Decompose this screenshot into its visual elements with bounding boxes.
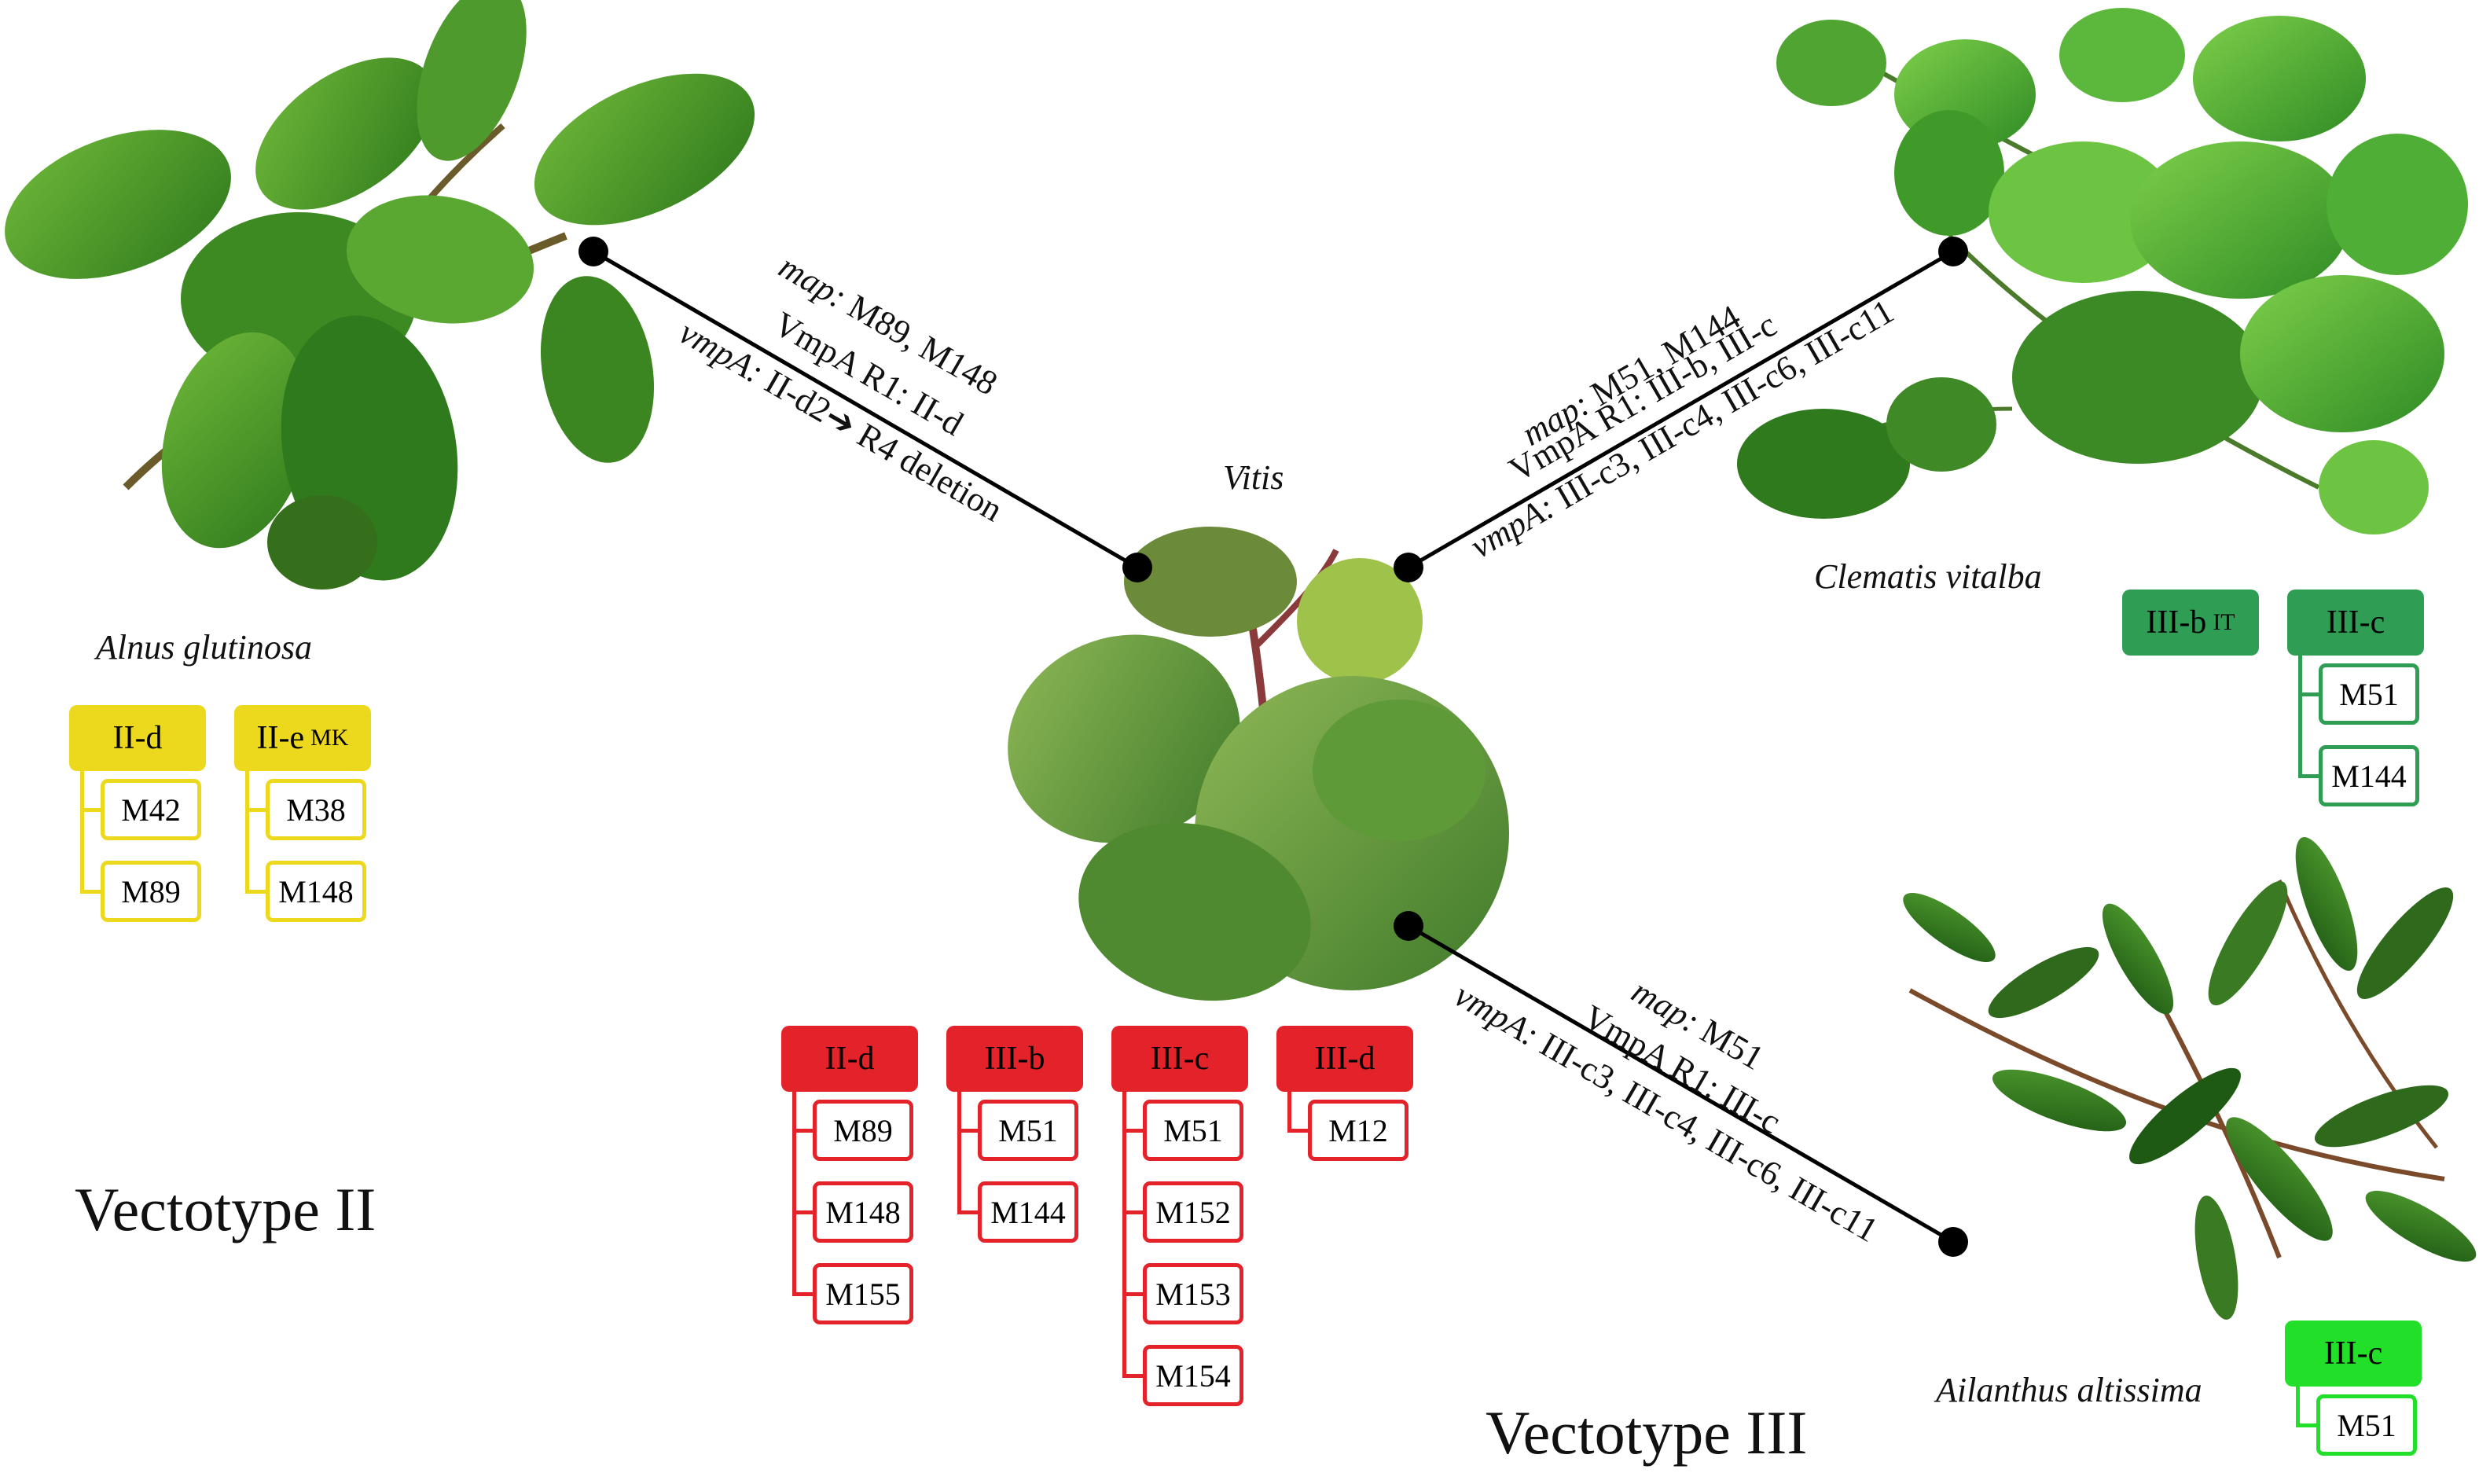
strain-box: M155 xyxy=(813,1263,913,1324)
vitis-0-header: II-d xyxy=(781,1026,918,1092)
strain-box: M89 xyxy=(813,1100,913,1161)
strain-box: M148 xyxy=(813,1181,913,1243)
alnus-vitis-line xyxy=(592,249,1139,570)
vitis-1-header: III-b xyxy=(946,1026,1083,1092)
tree-connector xyxy=(1122,1210,1143,1214)
vitis-1-tree-stem xyxy=(957,1092,961,1214)
tree-connector xyxy=(80,890,101,894)
alnus-label: Alnus glutinosa xyxy=(96,628,313,667)
tree-connector xyxy=(792,1210,813,1214)
alnus-1-tree-stem xyxy=(245,771,249,893)
vitis-endpoint-dot-right xyxy=(1394,553,1423,582)
strain-box: M152 xyxy=(1143,1181,1243,1243)
tree-connector xyxy=(792,1292,813,1296)
group-name: III-c xyxy=(2326,604,2385,641)
clematis-1-tree-stem xyxy=(2298,656,2302,777)
strain-box: M153 xyxy=(1143,1263,1243,1324)
group-suffix: MK xyxy=(310,725,349,751)
group-name: II-e xyxy=(256,720,305,756)
strain-box: M51 xyxy=(2319,663,2419,725)
tree-connector xyxy=(245,890,266,894)
strain-box: M51 xyxy=(978,1100,1078,1161)
clematis-label: Clematis vitalba xyxy=(1814,557,2042,596)
ailanthus-vitis-line xyxy=(1407,924,1955,1244)
ailanthus-0-tree-stem xyxy=(2296,1387,2300,1427)
group-name: II-d xyxy=(112,720,163,756)
strain-box: M42 xyxy=(101,779,201,840)
group-name: III-c xyxy=(1150,1041,1210,1077)
vitis-2-header: III-c xyxy=(1111,1026,1248,1092)
group-name: III-c xyxy=(2323,1335,2383,1372)
tree-connector xyxy=(1122,1292,1143,1296)
vitis-2-tree-stem xyxy=(1122,1092,1126,1377)
strain-box: M12 xyxy=(1308,1100,1408,1161)
connection-lines xyxy=(578,237,1968,1257)
strain-box: M148 xyxy=(266,861,366,922)
strain-box: M89 xyxy=(101,861,201,922)
group-name: III-b xyxy=(984,1041,1045,1077)
alnus-0-header: II-d xyxy=(69,705,206,771)
vitis-endpoint-dot-bottom xyxy=(1394,911,1423,941)
tree-connector xyxy=(792,1129,813,1133)
tree-connector xyxy=(2296,1423,2316,1427)
alnus-0-tree-stem xyxy=(80,771,84,893)
tree-connector xyxy=(1122,1374,1143,1378)
strain-box: M38 xyxy=(266,779,366,840)
strain-box: M144 xyxy=(978,1181,1078,1243)
tree-connector xyxy=(957,1129,978,1133)
alnus-plant-image xyxy=(5,0,755,590)
vectotype-ii-heading: Vectotype II xyxy=(75,1175,376,1243)
vitis-plant-image xyxy=(1008,527,1509,1001)
group-suffix: IT xyxy=(2213,609,2235,635)
vitis-label: Vitis xyxy=(1223,458,1284,497)
tree-connector xyxy=(2298,692,2319,696)
group-name: III-b xyxy=(2146,604,2207,641)
strain-box: M154 xyxy=(1143,1345,1243,1406)
ailanthus-0-header: III-c xyxy=(2285,1321,2422,1387)
clematis-endpoint-dot xyxy=(1938,237,1968,266)
ailanthus-plant-image xyxy=(1903,836,2477,1320)
strain-box: M51 xyxy=(1143,1100,1243,1161)
ailanthus-endpoint-dot xyxy=(1938,1227,1968,1257)
strain-box: M144 xyxy=(2319,745,2419,806)
vitis-endpoint-dot-left xyxy=(1122,553,1152,582)
tree-connector xyxy=(80,808,101,812)
clematis-1-header: III-c xyxy=(2287,590,2424,656)
vitis-0-tree-stem xyxy=(792,1092,796,1295)
strain-box: M51 xyxy=(2316,1394,2417,1456)
alnus-endpoint-dot xyxy=(578,237,608,266)
group-name: III-d xyxy=(1314,1041,1375,1077)
tree-connector xyxy=(1122,1129,1143,1133)
clematis-plant-image xyxy=(1737,8,2468,534)
tree-connector xyxy=(2298,774,2319,778)
tree-connector xyxy=(245,808,266,812)
tree-connector xyxy=(1287,1129,1308,1133)
tree-connector xyxy=(957,1210,978,1214)
clematis-vitis-line xyxy=(1407,249,1955,570)
vitis-3-tree-stem xyxy=(1287,1092,1291,1132)
vectotype-iii-heading: Vectotype III xyxy=(1486,1398,1808,1467)
group-name: II-d xyxy=(824,1041,875,1077)
ailanthus-label: Ailanthus altissima xyxy=(1936,1371,2202,1409)
vitis-3-header: III-d xyxy=(1276,1026,1413,1092)
